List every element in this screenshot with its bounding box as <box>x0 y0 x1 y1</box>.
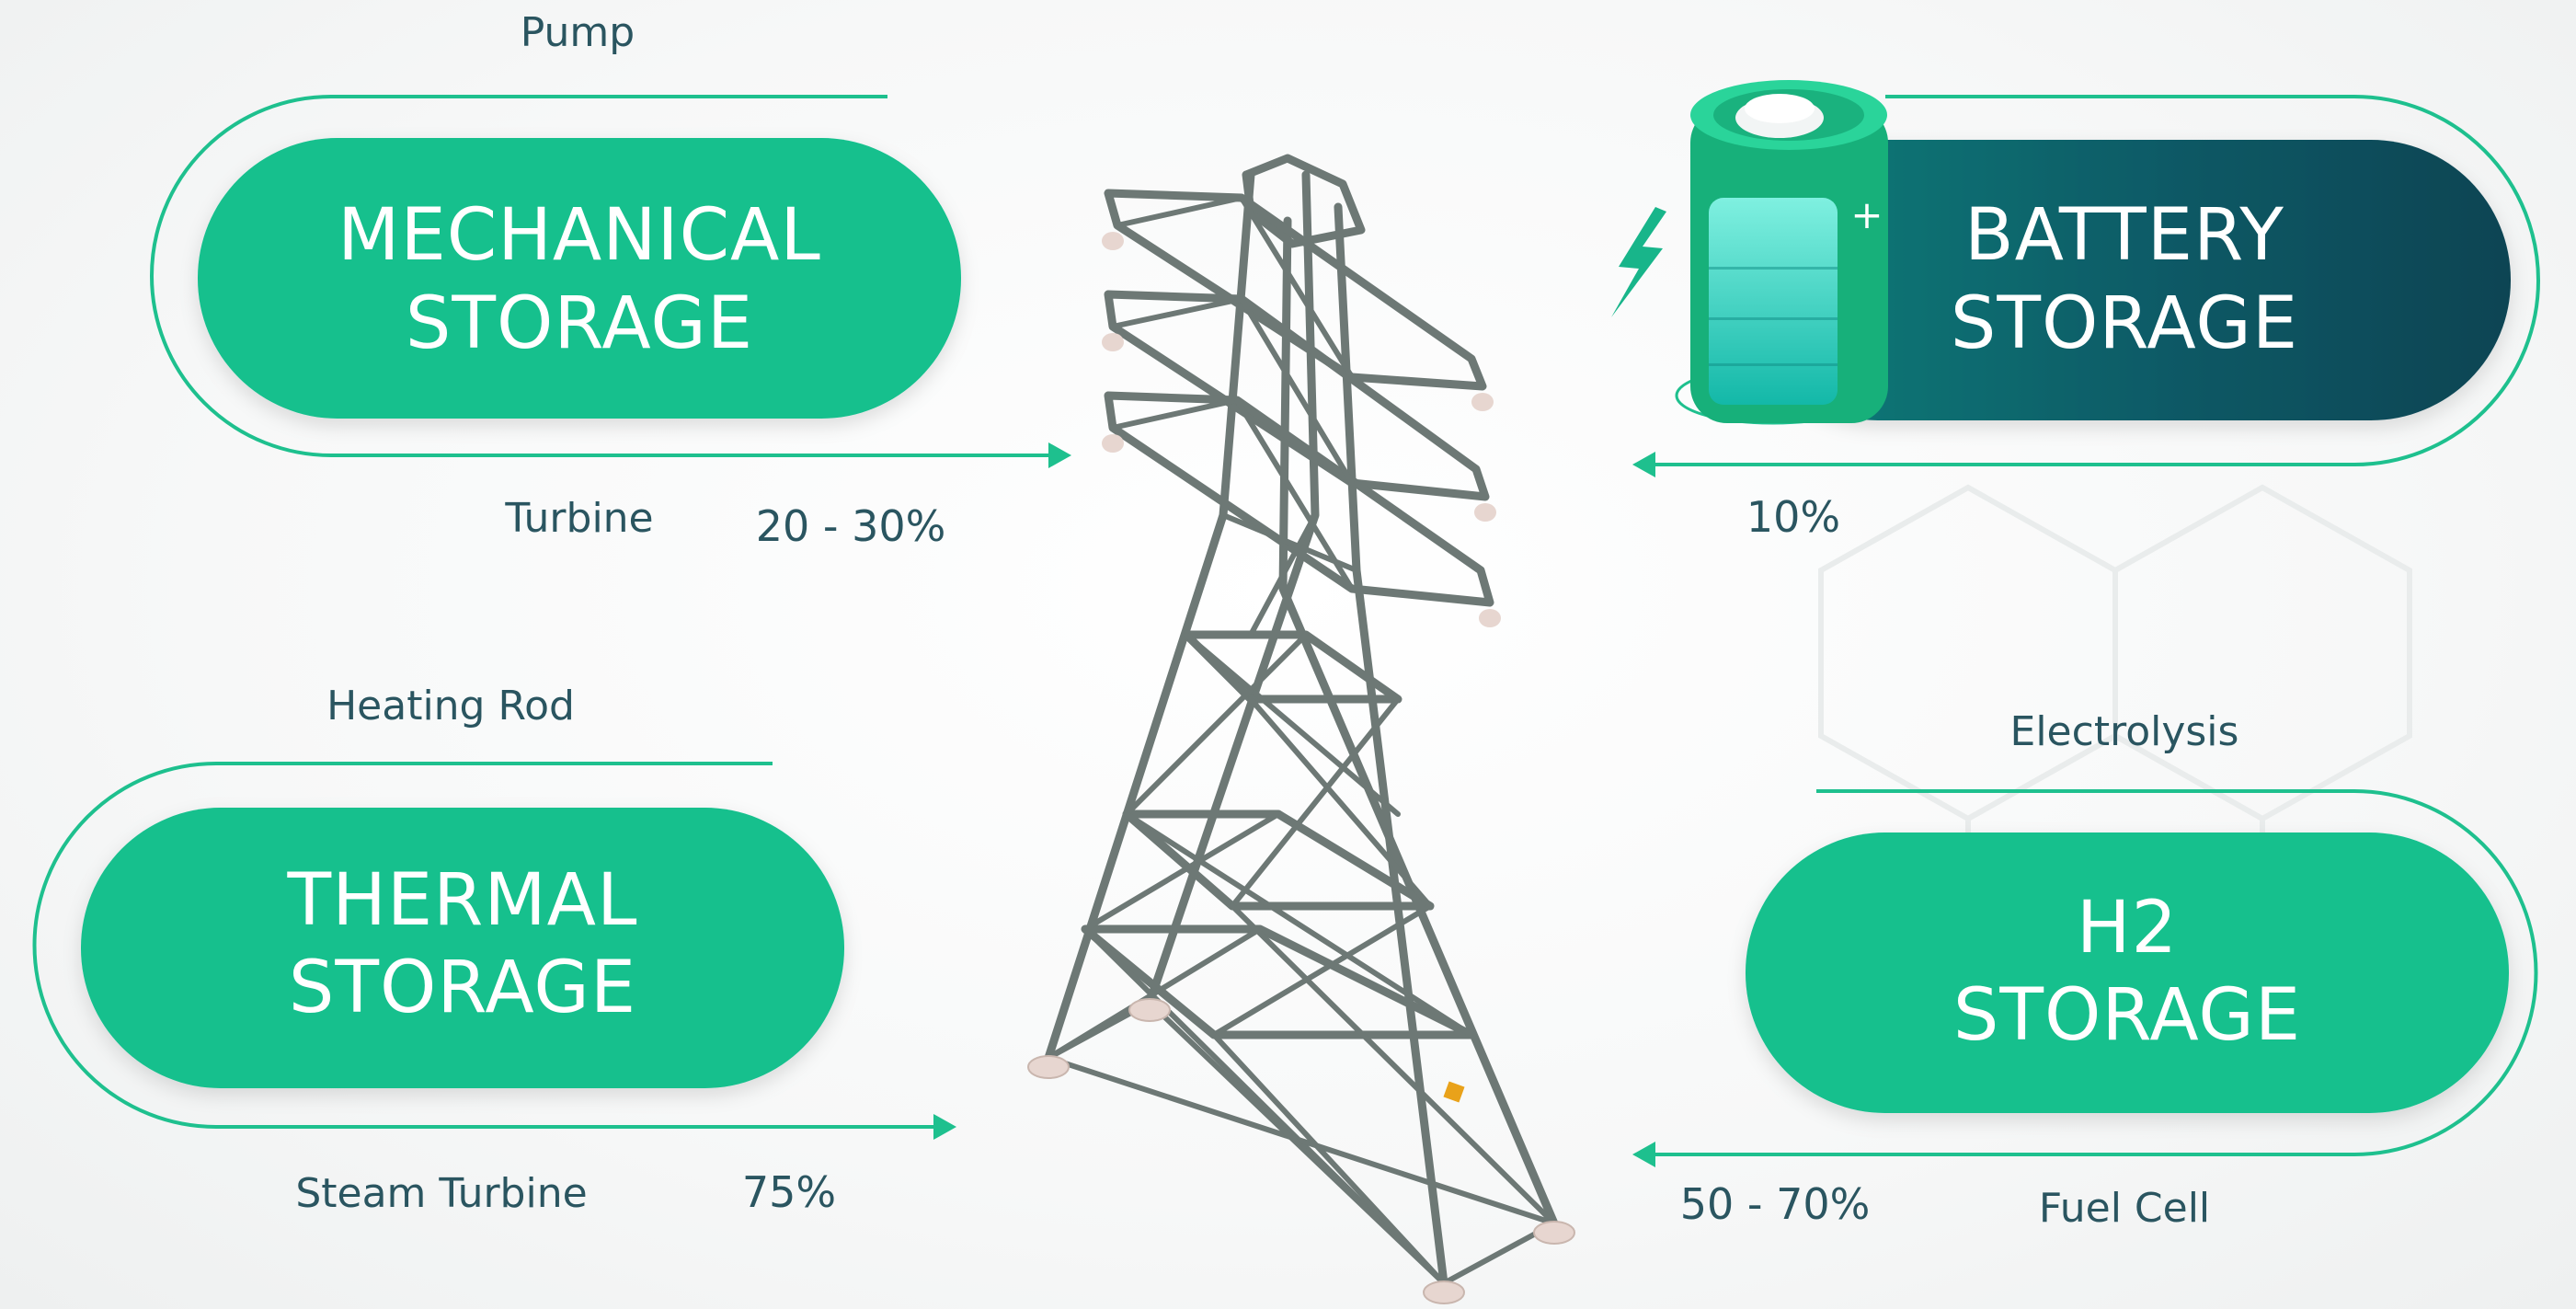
h2-title-line2: STORAGE <box>1953 974 2301 1057</box>
battery-icon: + <box>1675 80 1888 425</box>
battery-pill <box>1738 140 2511 420</box>
mechanical-title-line2: STORAGE <box>406 282 753 365</box>
battery-frame <box>1651 95 2540 466</box>
mechanical-frame <box>150 95 1058 457</box>
mechanical-pill <box>198 138 961 419</box>
battery-title-line2: STORAGE <box>1951 282 2298 365</box>
h2-storage-block: H2 STORAGE Electrolysis Fuel Cell 50 - 7… <box>1632 708 2538 1232</box>
h2-output-label: Fuel Cell <box>2039 1185 2210 1232</box>
arrow-left-icon <box>1632 452 1655 477</box>
mechanical-input-label: Pump <box>521 9 635 56</box>
battery-title-line1: BATTERY <box>1964 194 2284 277</box>
transmission-tower-icon <box>1027 154 1575 1304</box>
thermal-title-line2: STORAGE <box>289 947 636 1029</box>
thermal-title-line1: THERMAL <box>287 859 638 942</box>
mechanical-title-line1: MECHANICAL <box>338 194 821 277</box>
arrow-right-icon <box>933 1114 956 1140</box>
battery-efficiency: 10% <box>1746 492 1840 542</box>
mechanical-efficiency: 20 - 30% <box>756 501 946 551</box>
thermal-output-label: Steam Turbine <box>295 1170 587 1217</box>
svg-text:+: + <box>1850 192 1883 237</box>
h2-efficiency: 50 - 70% <box>1680 1179 1871 1229</box>
thermal-input-label: Heating Rod <box>326 683 575 729</box>
arrow-right-icon <box>1048 442 1071 468</box>
lightning-bolt-icon <box>1611 207 1666 317</box>
h2-frame <box>1651 789 2538 1156</box>
h2-title-line1: H2 <box>2077 887 2178 970</box>
h2-pill <box>1746 832 2509 1113</box>
thermal-pill <box>81 808 844 1088</box>
thermal-frame <box>32 762 943 1129</box>
thermal-efficiency: 75% <box>742 1167 836 1217</box>
thermal-storage-block: THERMAL STORAGE Heating Rod Steam Turbin… <box>32 683 956 1217</box>
h2-input-label: Electrolysis <box>2010 708 2239 755</box>
arrow-left-icon <box>1632 1142 1655 1167</box>
battery-storage-block: BATTERY STORAGE 10% + <box>1611 80 2540 542</box>
mechanical-storage-block: MECHANICAL STORAGE Pump Turbine 20 - 30% <box>150 9 1071 551</box>
mechanical-output-label: Turbine <box>504 495 653 542</box>
